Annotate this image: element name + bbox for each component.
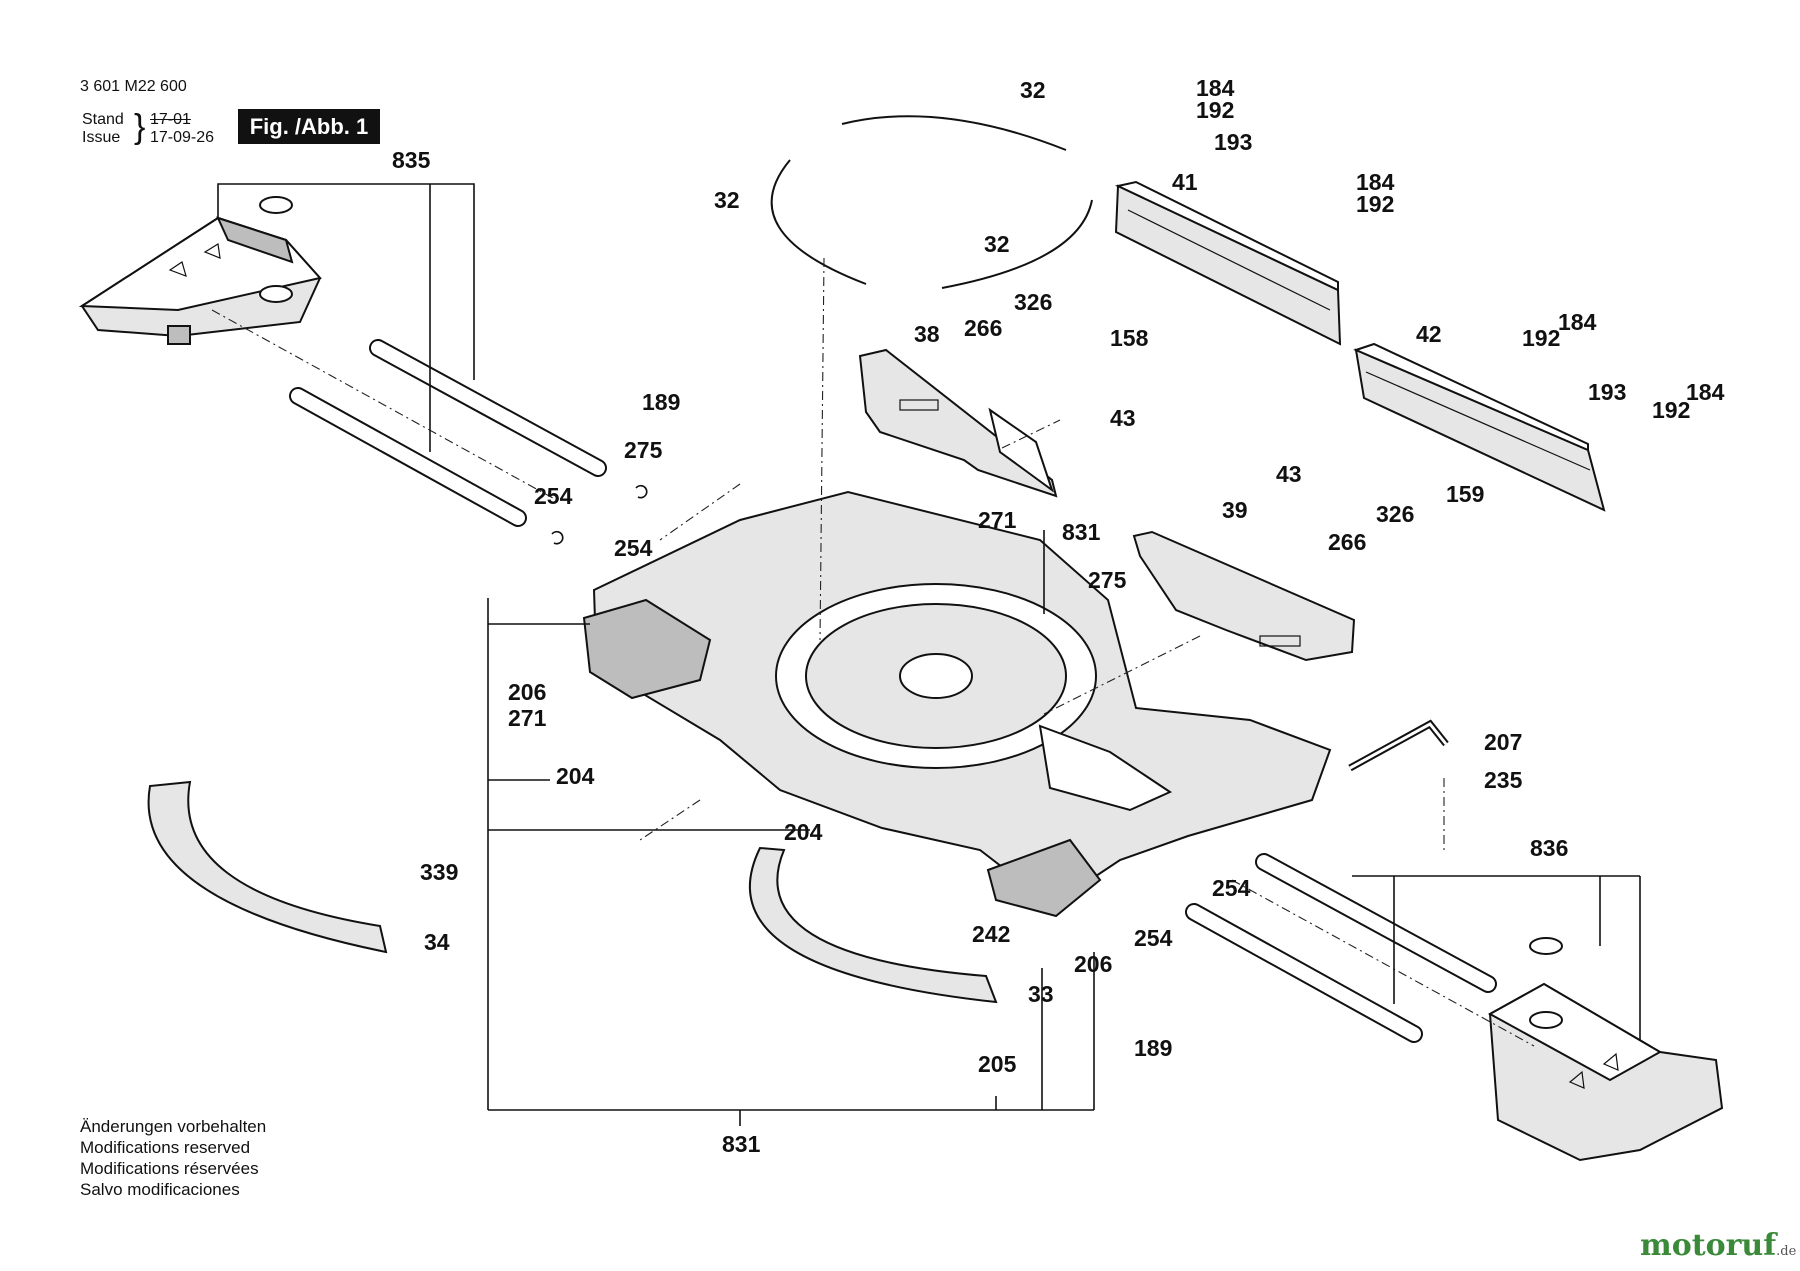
callout-42: 42 [1416,321,1442,347]
callout-184: 184 [1196,75,1235,101]
callout-204: 204 [784,819,823,845]
left-rails [289,339,607,527]
callout-266: 266 [1328,529,1366,555]
left-retaining-rings [551,484,648,545]
note-fr: Modifications réservées [80,1159,259,1178]
callout-266: 266 [964,315,1002,341]
callout-206: 206 [508,679,546,705]
right-extension-table [1487,937,1724,1162]
callout-831: 831 [722,1131,761,1157]
callout-184: 184 [1558,309,1597,335]
callout-192: 192 [1652,397,1690,423]
callout-836: 836 [1530,835,1568,861]
stand-date: 17-01 [150,111,191,128]
brand-logo: motoruf.de [1640,1228,1796,1263]
alignment-lines [211,257,1535,1047]
callout-275: 275 [1088,567,1127,593]
leader-lines [217,183,1641,1126]
callout-205: 205 [978,1051,1017,1077]
callout-184: 184 [1356,169,1395,195]
note-en: Modifications reserved [80,1138,251,1157]
callout-43: 43 [1110,405,1136,431]
fence-42 [1353,342,1606,512]
callout-192: 192 [1522,325,1560,351]
fence-38 [858,348,1058,498]
callout-271: 271 [508,705,547,731]
issue-date: 17-09-26 [150,129,215,146]
callout-207: 207 [1484,729,1522,755]
callout-32: 32 [984,231,1010,257]
callout-193: 193 [1214,129,1252,155]
brand-name: motoruf [1640,1228,1777,1263]
hex-key [1348,719,1449,772]
callout-41: 41 [1172,169,1198,195]
callout-835: 835 [392,147,431,173]
callout-326: 326 [1014,289,1052,315]
blade-guard-segments [770,115,1093,289]
miter-scale [147,780,388,954]
callout-33: 33 [1028,981,1054,1007]
callout-254: 254 [1134,925,1173,951]
callout-43: 43 [1276,461,1302,487]
callout-159: 159 [1446,481,1484,507]
note-de: Änderungen vorbehalten [80,1117,267,1136]
callout-193: 193 [1588,379,1626,405]
callout-339: 339 [420,859,458,885]
callout-184: 184 [1686,379,1725,405]
left-extension-table [78,196,322,345]
callout-271: 271 [978,507,1017,533]
callout-831: 831 [1062,519,1101,545]
callout-254: 254 [614,535,653,561]
right-rails [1185,853,1497,1043]
fence-41 [1114,180,1342,346]
brace: } [134,108,146,146]
callouts: 835 32 32 32 184 192 193 184 192 41 158 … [392,75,1725,1157]
saw-base [582,490,1332,918]
callout-38: 38 [914,321,940,347]
note-es: Salvo modificaciones [80,1180,240,1199]
detent-plate [749,846,998,1004]
callout-39: 39 [1222,497,1248,523]
callout-326: 326 [1376,501,1414,527]
issue-label: Issue [82,129,121,146]
callout-32: 32 [1020,77,1046,103]
callout-242: 242 [972,921,1010,947]
callout-189: 189 [1134,1035,1172,1061]
fence-39 [1132,530,1356,662]
callout-192: 192 [1356,191,1394,217]
callout-206: 206 [1074,951,1112,977]
figure-label: Fig. /Abb. 1 [238,109,380,144]
part-number: 3 601 M22 600 [80,78,187,95]
callout-254: 254 [534,483,573,509]
callout-189: 189 [642,389,680,415]
callout-275: 275 [624,437,663,463]
modification-notes: Änderungen vorbehalten Modifications res… [80,1116,266,1200]
stand-label: Stand [82,111,124,128]
callout-32: 32 [714,187,740,213]
callout-204: 204 [556,763,595,789]
callout-254: 254 [1212,875,1251,901]
callout-235: 235 [1484,767,1523,793]
callout-192: 192 [1196,97,1234,123]
callout-158: 158 [1110,325,1149,351]
brand-suffix: .de [1776,1244,1797,1259]
callout-34: 34 [424,929,450,955]
